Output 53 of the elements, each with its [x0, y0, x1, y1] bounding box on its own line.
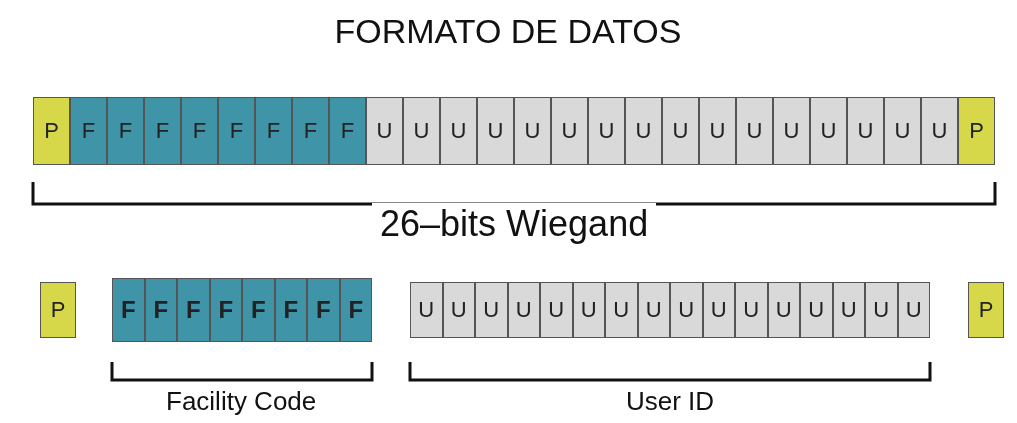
- bit-cell: U: [605, 282, 638, 338]
- bit-cell: U: [625, 97, 662, 165]
- bit-cell: F: [181, 97, 218, 165]
- bit-cell: U: [410, 282, 443, 338]
- field-label: 26–bits Wiegand: [372, 203, 657, 245]
- bit-cell: F: [209, 278, 242, 342]
- bit-cell: U: [800, 282, 833, 338]
- bit-cell: U: [440, 97, 477, 165]
- bit-cell: U: [810, 97, 847, 165]
- bit-cell: U: [897, 282, 930, 338]
- bit-cell: U: [366, 97, 403, 165]
- bit-cell: F: [144, 97, 181, 165]
- bit-cell: U: [637, 282, 670, 338]
- bit-cell: U: [403, 97, 440, 165]
- bit-cell: U: [477, 97, 514, 165]
- bit-cell: U: [588, 97, 625, 165]
- bit-cell: F: [292, 97, 329, 165]
- bit-cell: U: [540, 282, 573, 338]
- bit-cell: P: [33, 97, 70, 165]
- bit-cell: U: [507, 282, 540, 338]
- bit-cell: U: [572, 282, 605, 338]
- bit-cell: F: [218, 97, 255, 165]
- bit-cell: F: [339, 278, 372, 342]
- bit-cell: U: [736, 97, 773, 165]
- bit-cell: U: [699, 97, 736, 165]
- bit-cell: P: [968, 282, 1004, 338]
- bit-cell: P: [40, 282, 76, 338]
- bit-cell: U: [847, 97, 884, 165]
- bit-cell: U: [884, 97, 921, 165]
- bit-cell: F: [255, 97, 292, 165]
- bit-cell: F: [242, 278, 275, 342]
- bit-cell: F: [112, 278, 145, 342]
- bit-cell: F: [70, 97, 107, 165]
- bit-cell: U: [702, 282, 735, 338]
- bit-cell: U: [773, 97, 810, 165]
- bit-cell: F: [329, 97, 366, 165]
- bit-cell: U: [767, 282, 800, 338]
- bit-cell: U: [551, 97, 588, 165]
- bit-cell: F: [307, 278, 340, 342]
- bit-cell: U: [662, 97, 699, 165]
- bit-cell: P: [958, 97, 995, 165]
- bit-cell: F: [274, 278, 307, 342]
- bit-cell: U: [832, 282, 865, 338]
- bit-cell: F: [107, 97, 144, 165]
- bit-cell: U: [514, 97, 551, 165]
- bit-cell: U: [670, 282, 703, 338]
- bit-cell: U: [865, 282, 898, 338]
- bit-cell: F: [177, 278, 210, 342]
- bit-cell: U: [921, 97, 958, 165]
- bit-cell: U: [475, 282, 508, 338]
- bit-cell: U: [735, 282, 768, 338]
- bit-cell: U: [442, 282, 475, 338]
- bit-cell: F: [144, 278, 177, 342]
